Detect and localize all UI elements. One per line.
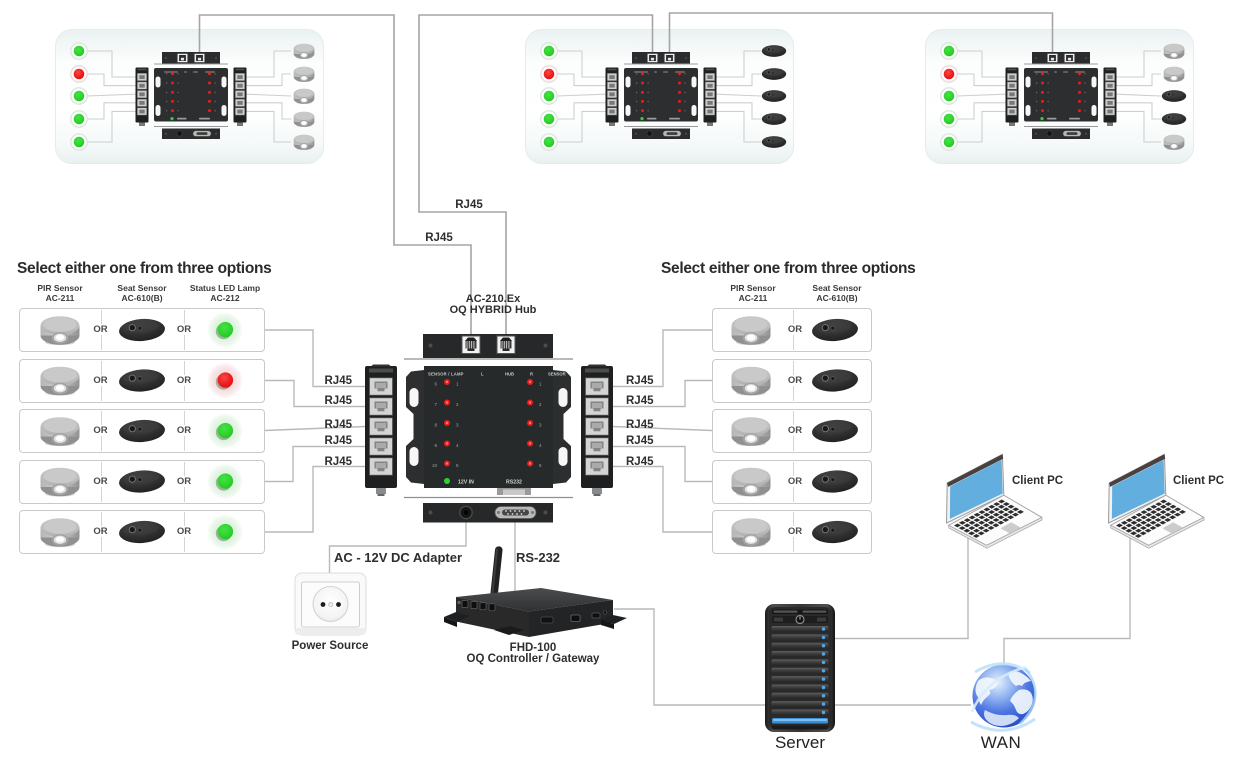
svg-text:3: 3 <box>539 423 542 428</box>
svg-text:10: 10 <box>432 463 438 468</box>
svg-text:4: 4 <box>539 443 542 448</box>
svg-text:7: 7 <box>434 402 437 407</box>
svg-text:SENSOR: SENSOR <box>548 372 566 377</box>
svg-text:3: 3 <box>456 423 459 428</box>
svg-text:1: 1 <box>456 382 459 387</box>
svg-text:9: 9 <box>434 443 437 448</box>
svg-text:12V IN: 12V IN <box>458 480 474 486</box>
svg-text:5: 5 <box>539 463 542 468</box>
svg-text:8: 8 <box>434 423 437 428</box>
svg-text:4: 4 <box>456 443 459 448</box>
svg-text:1: 1 <box>539 382 542 387</box>
svg-text:SENSOR / LAMP: SENSOR / LAMP <box>428 372 464 377</box>
svg-text:L: L <box>481 372 484 377</box>
svg-text:HUB: HUB <box>505 372 514 377</box>
svg-text:RS232: RS232 <box>506 480 522 486</box>
svg-text:2: 2 <box>456 402 459 407</box>
svg-text:2: 2 <box>539 402 542 407</box>
svg-text:5: 5 <box>456 463 459 468</box>
svg-text:R: R <box>530 372 533 377</box>
svg-text:6: 6 <box>434 382 437 387</box>
